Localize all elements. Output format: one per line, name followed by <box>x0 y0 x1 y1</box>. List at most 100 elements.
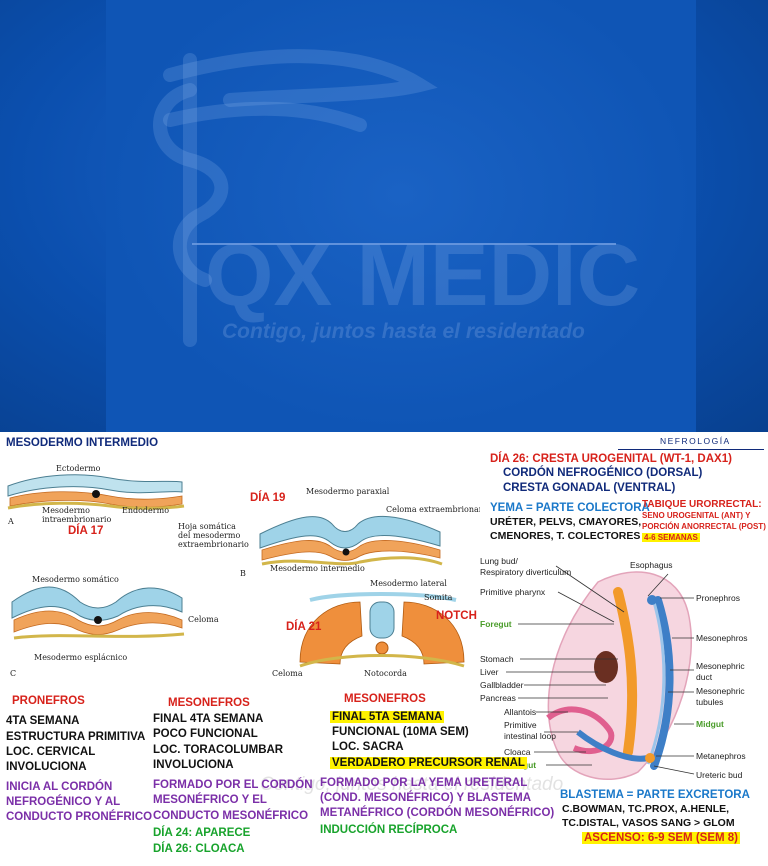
pronefros-line2: ESTRUCTURA PRIMITIVA <box>6 731 146 743</box>
mesonefros1-line4: INVOLUCIONA <box>153 759 234 771</box>
label-mesodermo-intermedio: Mesodermo intermedio <box>270 564 365 573</box>
pronefros-line4: INVOLUCIONA <box>6 761 87 773</box>
brand-text: QX MEDIC <box>205 225 640 324</box>
mesonefros1-title: MESONEFROS <box>168 697 250 709</box>
blastema-line1: C.BOWMAN, TC.PROX, A.HENLE, <box>562 803 730 815</box>
tabique-line2: PORCIÓN ANORRECTAL (POST) <box>642 522 766 531</box>
label-primitive: Primitive <box>504 720 537 730</box>
label-mesodermo-esplacnico: Mesodermo esplácnico <box>34 653 127 662</box>
section-tag: NEFROLOGÍA <box>660 436 731 446</box>
day-21-label: DÍA 21 <box>286 621 322 633</box>
pronefros-purple1: INICIA AL CORDÓN <box>6 781 113 793</box>
label-gallbladder: Gallbladder <box>480 680 524 690</box>
label-mesodermo-lateral: Mesodermo lateral <box>370 579 447 588</box>
label-ureteric-bud: Ureteric bud <box>696 770 743 780</box>
label-mesodermo-paraxial: Mesodermo paraxial <box>306 487 390 496</box>
diagram-b <box>259 515 443 566</box>
label-mesonephric-duct2: duct <box>696 672 713 682</box>
page-title: MESODERMO INTERMEDIO <box>6 437 159 449</box>
label-b: B <box>240 569 246 578</box>
blastema-title: BLASTEMA = PARTE EXCRETORA <box>560 789 750 801</box>
label-allantois: Allantois <box>504 707 536 717</box>
label-stomach: Stomach <box>480 654 514 664</box>
label-celoma: Celoma <box>188 615 219 624</box>
label-foregut: Foregut <box>480 619 512 629</box>
pronefros-line3: LOC. CERVICAL <box>6 746 96 758</box>
label-endodermo: Endodermo <box>122 506 169 515</box>
label-lung-bud: Lung bud/ <box>480 556 518 566</box>
mesonefros1-green2: DÍA 26: CLOACA <box>153 843 245 855</box>
diagram-d <box>299 592 465 668</box>
banner: QX MEDIC Contigo, juntos hasta el reside… <box>0 0 768 432</box>
watermark-tagline: Contigo, juntos hasta el residentado <box>260 774 564 795</box>
diagram-a <box>7 474 185 510</box>
diagram-c <box>11 586 185 640</box>
mesonefros2-purple2: (COND. MESONÉFRICO) Y BLASTEMA <box>320 792 532 804</box>
label-esophagus: Esophagus <box>630 560 673 570</box>
mesonefros1-purple3: CONDUCTO MESONÉFRICO <box>153 810 309 822</box>
day-19-label: DÍA 19 <box>250 492 286 504</box>
pronefros-purple2: NEFROGÉNICO Y AL <box>6 796 121 808</box>
embryo-urogenital-diagram: Lung bud/ Respiratory diverticulum Primi… <box>480 556 748 780</box>
label-metanephros: Metanephros <box>696 751 746 761</box>
label-celoma-extra: Celoma extraembrionario <box>386 505 480 514</box>
label-midgut: Midgut <box>696 719 724 729</box>
blastema-line3: ASCENSO: 6-9 SEM (SEM 8) <box>582 832 740 844</box>
tabique-line1: SENO UROGENITAL (ANT) Y <box>642 511 751 520</box>
mesonefros2-line1: FINAL 5TA SEMANA <box>330 711 445 723</box>
cresta-gonadal: CRESTA GONADAL (VENTRAL) <box>503 482 676 494</box>
banner-panel <box>106 0 696 432</box>
label-intestinal-loop: intestinal loop <box>504 731 556 741</box>
label-notocorda: Notocorda <box>364 669 407 678</box>
label-hoja-somatica3: extraembrionario <box>178 540 249 549</box>
label-mesonephros: Mesonephros <box>696 633 748 643</box>
label-celoma2: Celoma <box>272 669 303 678</box>
label-mesonephric-tub1: Mesonephric <box>696 686 745 696</box>
label-hoja-somatica: Hoja somática <box>178 522 236 531</box>
qx-medic-logo-icon: QX MEDIC Contigo, juntos hasta el reside… <box>153 49 640 347</box>
pronefros-line1: 4TA SEMANA <box>6 715 80 727</box>
label-mesonephric-duct1: Mesonephric <box>696 661 745 671</box>
label-mesonephric-tub2: tubules <box>696 697 723 707</box>
label-primitive-pharynx: Primitive pharynx <box>480 587 546 597</box>
mesonefros2-purple1: FORMADO POR LA YEMA URETERAL <box>320 777 528 789</box>
pronefros-title: PRONEFROS <box>12 695 85 707</box>
label-a: A <box>7 517 14 526</box>
blastema-line2: TC.DISTAL, VASOS SANG > GLOM <box>562 817 735 829</box>
tabique-title: TABIQUE URORRECTAL: <box>642 499 762 510</box>
label-somita: Somita <box>424 593 453 602</box>
notch-label: NOTCH <box>436 610 477 622</box>
yema-title: YEMA = PARTE COLECTORA <box>490 502 650 514</box>
mesonefros2-line4: VERDADERO PRECURSOR RENAL <box>330 757 527 769</box>
mesonefros1-line3: LOC. TORACOLUMBAR <box>153 744 284 756</box>
banner-rule <box>192 243 616 245</box>
yema-line1: URÉTER, PELVS, CMAYORES, <box>490 516 642 528</box>
label-cloaca: Cloaca <box>504 747 531 757</box>
label-liver: Liver <box>480 667 499 677</box>
pronefros-purple3: CONDUCTO PRONÉFRICO <box>6 811 153 823</box>
mesonefros1-green1: DÍA 24: APARECE <box>153 827 251 839</box>
mesonefros1-line2: POCO FUNCIONAL <box>153 728 258 740</box>
mesonefros1-line1: FINAL 4TA SEMANA <box>153 713 264 725</box>
mesonefros2-line2: FUNCIONAL (10MA SEM) <box>332 726 469 738</box>
mesonefros2-green1: INDUCCIÓN RECÍPROCA <box>320 824 458 836</box>
mesoderm-cross-sections: Ectodermo Mesodermo intraembrionario End… <box>7 464 480 678</box>
label-intraembrionario: intraembrionario <box>42 515 111 524</box>
mesonefros1-purple2: MESONÉFRICO Y EL <box>153 794 267 806</box>
mesonefros2-line3: LOC. SACRA <box>332 741 404 753</box>
tabique-line3: 4-6 SEMANAS <box>642 533 700 542</box>
cordon-nefrogenico: CORDÓN NEFROGÉNICO (DORSAL) <box>503 467 703 479</box>
mesonefros2-purple3: METANÉFRICO (CORDÓN MESONÉFRICO) <box>320 807 555 819</box>
mesonefros2-title: MESONEFROS <box>344 693 426 705</box>
cresta-urogenital: DÍA 26: CRESTA UROGENITAL (WT-1, DAX1) <box>490 453 732 465</box>
section-tag-underline <box>618 449 764 450</box>
label-mesodermo: Mesodermo <box>42 506 90 515</box>
yema-line2: CMENORES, T. COLECTORES <box>490 530 641 542</box>
label-mesodermo-somatico: Mesodermo somático <box>32 575 119 584</box>
day-17-label: DÍA 17 <box>68 525 104 537</box>
label-c: C <box>10 669 16 678</box>
label-ectodermo: Ectodermo <box>56 464 101 473</box>
label-pronephros: Pronephros <box>696 593 740 603</box>
mesonefros1-purple1: FORMADO POR EL CORDÓN <box>153 779 313 791</box>
label-pancreas: Pancreas <box>480 693 516 703</box>
